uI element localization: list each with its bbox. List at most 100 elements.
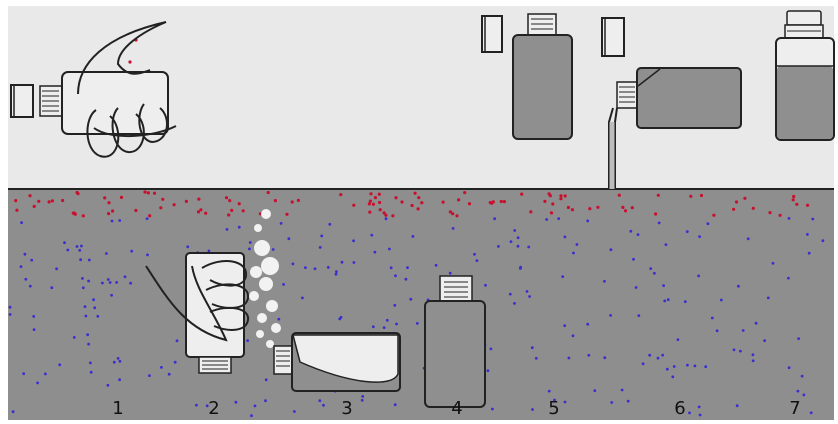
bubble	[261, 257, 279, 275]
particle	[593, 389, 596, 392]
particle	[747, 237, 750, 240]
particle	[801, 375, 804, 378]
particle	[435, 264, 438, 267]
particle	[503, 200, 506, 203]
particle	[737, 285, 740, 288]
particle	[677, 338, 680, 341]
particle	[517, 245, 520, 248]
particle	[409, 298, 412, 301]
bubble	[256, 330, 264, 338]
particle	[369, 200, 372, 203]
particle	[567, 206, 570, 209]
particle	[250, 414, 253, 417]
particle	[662, 284, 665, 287]
particle	[666, 368, 669, 371]
particle	[44, 373, 47, 376]
particle	[603, 280, 606, 283]
particle	[378, 193, 381, 196]
particle	[513, 302, 516, 305]
particle	[394, 403, 397, 406]
particle	[297, 199, 300, 202]
particle	[230, 209, 233, 212]
particle	[197, 210, 200, 213]
particle	[293, 410, 296, 413]
particle	[264, 399, 267, 402]
particle	[609, 314, 612, 317]
bubble	[261, 209, 271, 219]
particle	[564, 401, 567, 404]
particle	[772, 262, 775, 265]
particle	[755, 322, 758, 325]
particle	[292, 263, 295, 266]
particle	[624, 209, 627, 212]
particle	[36, 382, 39, 385]
particle	[322, 404, 325, 407]
particle	[528, 295, 531, 298]
particle	[335, 270, 338, 273]
particle	[384, 214, 387, 217]
particle	[743, 197, 746, 200]
particle	[561, 275, 564, 278]
particle	[527, 246, 530, 249]
particle	[457, 198, 460, 201]
particle	[277, 318, 280, 321]
particle	[699, 414, 702, 417]
particle	[559, 197, 562, 200]
particle	[557, 217, 560, 220]
particle	[551, 202, 554, 205]
particle	[120, 196, 123, 199]
particle	[394, 196, 397, 199]
particle	[637, 314, 640, 317]
particle	[698, 235, 701, 238]
particle	[661, 354, 664, 357]
particle	[369, 192, 372, 195]
particle	[779, 214, 782, 217]
particle	[274, 199, 277, 202]
particle	[671, 375, 674, 378]
particle	[763, 339, 766, 342]
particle	[110, 294, 113, 297]
bubble	[254, 240, 270, 256]
particle	[87, 280, 90, 283]
particle	[291, 200, 294, 203]
particle	[667, 298, 670, 301]
particle	[519, 267, 522, 270]
particle	[393, 304, 396, 307]
particle	[548, 390, 551, 393]
particle	[559, 194, 562, 197]
particle	[148, 214, 151, 217]
particle	[50, 286, 53, 289]
particle	[352, 204, 355, 207]
particle	[810, 411, 813, 414]
particle	[90, 371, 93, 374]
particle	[513, 229, 516, 232]
particle	[490, 202, 493, 205]
particle	[767, 297, 770, 300]
particle	[174, 361, 177, 364]
particle	[107, 212, 110, 215]
particle	[742, 329, 745, 332]
particle	[146, 254, 149, 257]
particle	[665, 243, 668, 246]
particle	[161, 198, 164, 201]
particle	[390, 266, 393, 269]
particle	[797, 390, 800, 393]
particle	[226, 228, 229, 231]
particle	[788, 366, 791, 369]
step-label-7: 7	[789, 398, 800, 419]
particle	[227, 213, 230, 216]
particle	[517, 236, 520, 239]
particle	[368, 211, 371, 214]
particle	[752, 207, 755, 210]
particle	[51, 199, 54, 202]
particle	[249, 241, 252, 244]
particle	[86, 333, 89, 336]
particle	[473, 253, 476, 256]
particle	[627, 400, 630, 403]
particle	[92, 298, 95, 301]
particle	[564, 236, 567, 239]
particle	[792, 195, 795, 198]
particle	[78, 249, 81, 252]
